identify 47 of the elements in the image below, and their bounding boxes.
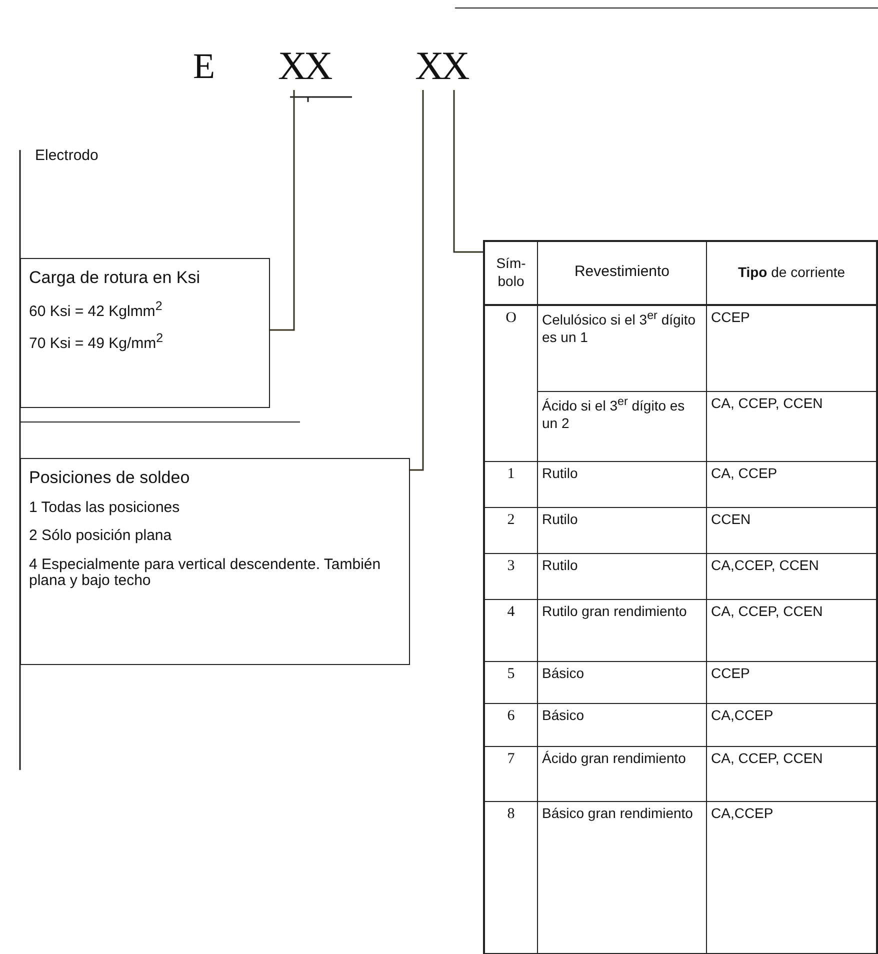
data-table: [483, 240, 878, 954]
table-cell: Rutilo: [538, 508, 706, 554]
table-cell: CA, CCEP: [706, 462, 876, 508]
table-cell: 7: [484, 746, 538, 802]
code-letters: XX: [415, 46, 467, 86]
table-cell: Celulósico si el 3$^{er}$ dígito es un 1: [538, 304, 706, 392]
leader-line: [453, 90, 483, 253]
box-text: 70 Ksi = 49 Kg/mm$^{2}$: [29, 332, 164, 353]
table-cell: Rutilo gran rendimiento: [538, 600, 706, 662]
table-cell: O: [484, 304, 538, 462]
table-cell: CA, CCEP, CCEN: [706, 746, 876, 802]
code-letters: XX: [278, 46, 330, 86]
table-cell: Básico: [538, 662, 706, 704]
box-text: 1 Todas las posiciones: [29, 500, 181, 516]
header-cell: Sím- bolo: [484, 242, 538, 304]
table-cell: 4: [484, 600, 538, 662]
info-box: [20, 458, 410, 665]
table-cell: Ácido gran rendimiento: [538, 746, 706, 802]
table-cell: 5: [484, 662, 538, 704]
table-cell: Rutilo: [538, 554, 706, 600]
box-text: 60 Ksi = 42 Kglmm$^{2}$: [29, 300, 164, 320]
header-cell: Tipo de corriente: [706, 242, 876, 304]
box-heading: Carga de rotura en Ksi: [29, 269, 202, 288]
table-cell: 8: [484, 802, 538, 953]
table-cell: Básico: [538, 704, 706, 746]
info-box: [20, 258, 270, 408]
table-cell: CCEN: [706, 508, 876, 554]
table-cell: 3: [484, 554, 538, 600]
table-cell: CCEP: [706, 304, 876, 392]
table-cell: CA, CCEP, CCEN: [706, 600, 876, 662]
table-cell: 6: [484, 704, 538, 746]
box-heading: Posiciones de soldeo: [29, 469, 191, 488]
box-text: 4 Especialmente para vertical descendente. También plana y bajo techo: [29, 556, 382, 590]
table-cell: CA,CCEP, CCEN: [706, 554, 876, 600]
table-cell: 1: [484, 462, 538, 508]
header-cell: Revestimiento: [538, 242, 706, 304]
leader-line: [410, 90, 424, 471]
table-cell: CA, CCEP, CCEN: [706, 392, 876, 462]
table-cell: Rutilo: [538, 462, 706, 508]
table-cell: Ácido si el 3$^{er}$ dígito es un 2: [538, 392, 706, 462]
item-label: Electrodo: [35, 148, 98, 163]
box-text: 2 Sólo posición plana: [29, 528, 173, 545]
table-cell: CCEP: [706, 662, 876, 704]
leader-line: [270, 90, 295, 331]
table-cell: CA,CCEP: [706, 704, 876, 746]
code-letter: E: [193, 48, 215, 84]
table-cell: 2: [484, 508, 538, 554]
